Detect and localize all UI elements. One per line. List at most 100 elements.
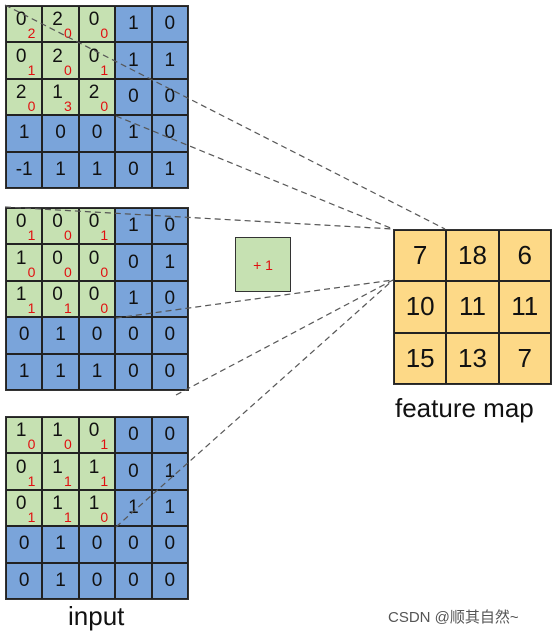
kernel-weight: 0 (27, 98, 36, 115)
input-cell: 0 (115, 562, 152, 599)
cell-value: 0 (88, 9, 100, 31)
cell-value: 1 (55, 360, 66, 382)
input-cell: 0 (115, 151, 152, 188)
cell-value: 1 (52, 420, 63, 442)
input-cell: 1 (6, 115, 43, 152)
input-cell: 1 (115, 6, 152, 43)
cell-value: 1 (52, 456, 63, 478)
kernel-weight: 0 (27, 263, 36, 280)
input-cell: 1 (115, 208, 152, 245)
feature-map-cell: 7 (394, 230, 447, 282)
kernel-weight: 0 (63, 263, 72, 280)
bias-box: + 1 (235, 237, 291, 292)
input-cell: 0 (151, 562, 188, 599)
kernel-weight: 1 (27, 472, 36, 489)
cell-value: 1 (55, 324, 66, 346)
cell-value: 0 (164, 13, 176, 35)
cell-value: 0 (55, 122, 66, 144)
kernel-weight: 0 (63, 227, 72, 244)
cell-value: 0 (164, 533, 176, 555)
cell-value: 1 (164, 496, 176, 518)
kernel-weight: 1 (100, 61, 109, 78)
input-cell: 0 (115, 526, 152, 563)
kernel-weight: 0 (100, 263, 109, 280)
cell-value: 2 (88, 81, 100, 103)
input-cell: 1 (42, 317, 79, 354)
cell-value: 0 (91, 122, 103, 144)
input-cell: 0 (151, 78, 188, 116)
cell-value: 0 (18, 533, 30, 555)
kernel-weight: 0 (100, 509, 109, 526)
cell-value: 0 (88, 211, 100, 233)
feature-map-cell: 11 (498, 281, 551, 333)
kernel-weight: 0 (63, 436, 72, 453)
kernel-weight: 1 (100, 472, 109, 489)
cell-value: 0 (15, 492, 27, 514)
cell-value: 0 (128, 85, 139, 107)
cell-value: 0 (88, 45, 100, 67)
input-cell: 0 (115, 353, 152, 390)
kernel-weight: 3 (63, 98, 72, 115)
kernel-weight: 0 (100, 98, 109, 115)
input-cell: 0 (115, 417, 152, 454)
input-label: input (68, 601, 125, 631)
kernel-weight: 1 (100, 227, 109, 244)
projection-line-3a (175, 279, 394, 396)
cell-value: 0 (52, 283, 63, 305)
input-cell: 0 (151, 526, 188, 563)
cell-value: 1 (91, 158, 103, 180)
input-cell: 0 (151, 417, 188, 454)
cell-value: 1 (128, 49, 139, 71)
cell-value: 0 (15, 456, 27, 478)
input-cell: 0 (6, 317, 43, 354)
input-cell: 0 (151, 115, 188, 152)
input-cell: 0 (6, 562, 43, 599)
cell-value: 1 (164, 158, 176, 180)
cell-value: 0 (164, 122, 176, 144)
input-cell: 1 (115, 115, 152, 152)
kernel-weight: 1 (63, 509, 72, 526)
kernel-weight: 1 (27, 61, 36, 78)
cell-value: 0 (164, 569, 176, 591)
cell-value: 1 (128, 13, 139, 35)
feature-map-cell: 7 (498, 332, 551, 384)
cell-value: 0 (52, 211, 63, 233)
cell-value: 0 (128, 158, 139, 180)
cell-value: 1 (18, 122, 30, 144)
feature-map-cell: 6 (498, 230, 551, 282)
cell-value: 0 (164, 424, 176, 446)
feature-map-label: feature map (395, 393, 534, 423)
input-cell: -1 (6, 151, 43, 188)
input-cell: 0 (78, 115, 116, 152)
cell-value: 1 (88, 456, 100, 478)
cell-value: 1 (55, 533, 66, 555)
cell-value: 1 (55, 158, 66, 180)
kernel-weight: 1 (27, 227, 36, 244)
cell-value: 1 (128, 287, 139, 309)
cell-value: 1 (128, 215, 139, 237)
cell-value: 0 (164, 360, 176, 382)
cell-value: 0 (88, 420, 100, 442)
input-cell: 0 (115, 244, 152, 281)
kernel-weight: 0 (27, 436, 36, 453)
cell-value: 0 (52, 247, 63, 269)
kernel-weight: 1 (63, 472, 72, 489)
cell-value: 0 (164, 215, 176, 237)
input-cell: 0 (151, 280, 188, 318)
